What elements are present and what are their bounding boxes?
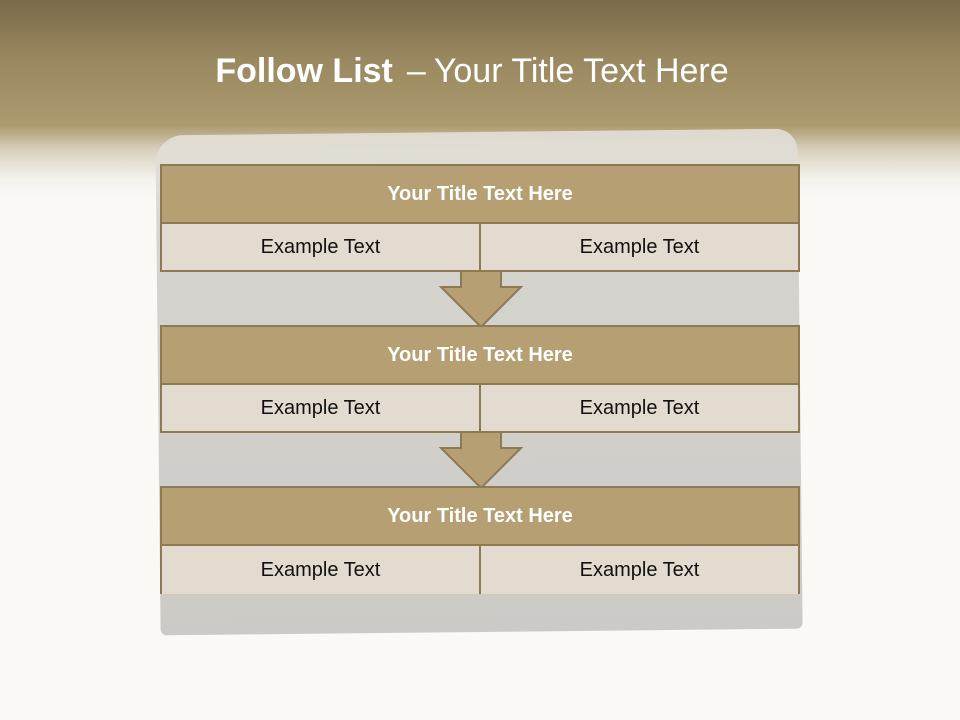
- list-block-3: Your Title Text Here Example Text Exampl…: [160, 486, 800, 594]
- block-cell-left: Example Text: [162, 546, 479, 594]
- slide-title-bold: Follow List: [215, 52, 393, 90]
- block-title: Your Title Text Here: [162, 327, 798, 385]
- block-cell-right: Example Text: [479, 385, 798, 431]
- slide-title-dash: –: [406, 52, 426, 90]
- list-block-1: Your Title Text Here Example Text Exampl…: [160, 164, 800, 272]
- block-cell-right: Example Text: [479, 224, 798, 270]
- block-cell-right: Example Text: [479, 546, 798, 594]
- list-block-2: Your Title Text Here Example Text Exampl…: [160, 325, 800, 433]
- block-cell-left: Example Text: [162, 385, 479, 431]
- down-arrow-icon: [438, 431, 524, 490]
- block-title: Your Title Text Here: [162, 166, 798, 224]
- slide-title-rest: Your Title Text Here: [433, 52, 729, 90]
- slide-title: Follow List–Your Title Text Here: [0, 52, 944, 91]
- block-cell-left: Example Text: [162, 224, 479, 270]
- down-arrow-icon: [438, 270, 524, 329]
- block-title: Your Title Text Here: [162, 488, 798, 546]
